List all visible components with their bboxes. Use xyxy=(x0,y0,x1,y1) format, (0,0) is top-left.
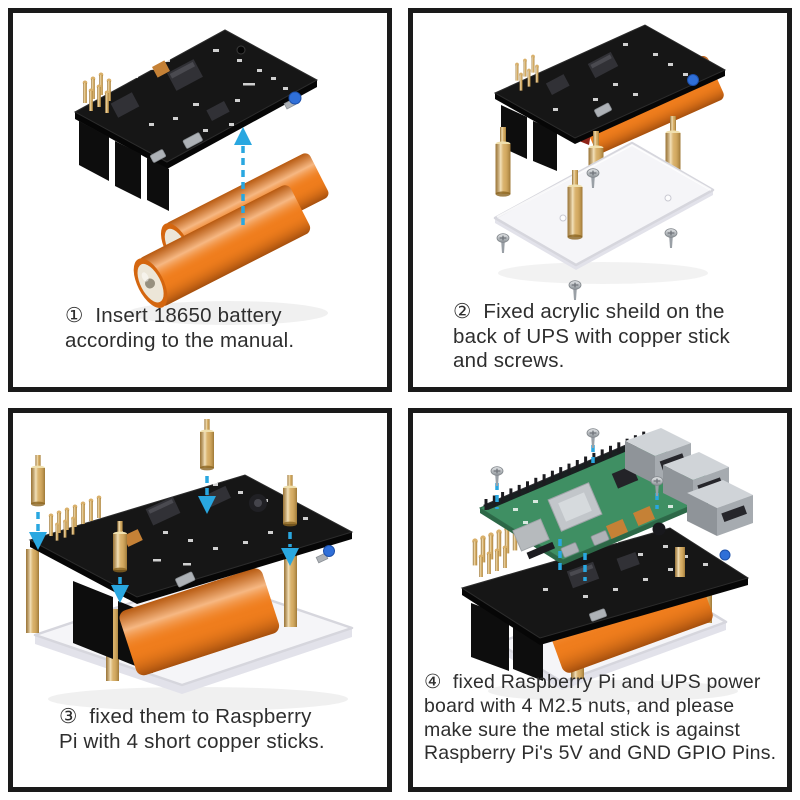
hdmi-port xyxy=(560,542,580,558)
step-1-illustration xyxy=(73,29,329,325)
ram-chip xyxy=(512,518,550,552)
ic-chips xyxy=(545,51,619,95)
plate-shadow xyxy=(498,262,708,284)
hdmi-port xyxy=(590,530,610,546)
adjust-knob xyxy=(687,74,699,86)
connecting-standoff xyxy=(675,547,685,577)
base-shadow xyxy=(48,687,348,711)
screw-hole xyxy=(664,194,672,202)
step-1-panel: ① Insert 18650 battery according to the … xyxy=(8,8,392,392)
adjust-knob xyxy=(719,549,731,561)
mounting-hole xyxy=(236,45,246,55)
battery-holder-clips xyxy=(79,121,169,211)
step-3-panel: ③ fixed them to Raspberry Pi with 4 shor… xyxy=(8,408,392,792)
screw-hole xyxy=(559,214,567,222)
step-2-illustration xyxy=(493,24,727,301)
adjust-knob xyxy=(283,91,302,110)
micro-usb-port xyxy=(594,102,612,118)
ups-board-with-battery xyxy=(493,24,727,171)
insert-arrow xyxy=(234,127,252,225)
micro-usb-port xyxy=(182,132,203,149)
ic-chips xyxy=(110,59,230,121)
adjust-knob xyxy=(315,545,335,564)
pad xyxy=(632,506,656,526)
placement-arrows xyxy=(29,476,299,603)
batteries-18650 xyxy=(133,153,329,308)
step-1-caption: ① Insert 18650 battery according to the … xyxy=(65,304,295,352)
usb-port-stack xyxy=(687,480,753,536)
battery-holder-clips xyxy=(501,105,557,171)
silkscreen-marks xyxy=(553,43,688,111)
micro-usb-port xyxy=(175,571,196,588)
ups-board xyxy=(73,29,319,211)
audio-jack xyxy=(652,522,666,536)
battery-shadow xyxy=(128,301,328,325)
usb-pad xyxy=(150,149,166,163)
soc-chip xyxy=(547,482,603,532)
installed-battery xyxy=(119,568,280,676)
micro-usb-port xyxy=(589,608,607,622)
camera-connector xyxy=(526,541,556,560)
step-3-illustration xyxy=(26,419,354,711)
base-shadow xyxy=(488,680,738,702)
step-2-caption: ② Fixed acrylic sheild on the back of UP… xyxy=(453,300,730,373)
step-4-caption: ④ fixed Raspberry Pi and UPS power board… xyxy=(424,671,777,765)
ic-chips xyxy=(566,551,640,589)
acrylic-shield xyxy=(493,141,715,270)
step-4-illustration xyxy=(460,428,753,702)
step-2-panel: ② Fixed acrylic sheild on the back of UP… xyxy=(408,8,792,392)
ups-board xyxy=(28,474,354,604)
battery-front xyxy=(133,185,311,308)
step-3-caption: ③ fixed them to Raspberry Pi with 4 shor… xyxy=(59,705,325,753)
raspberry-pi-board xyxy=(478,428,753,565)
step-4-panel: ④ fixed Raspberry Pi and UPS power board… xyxy=(408,408,792,792)
pad xyxy=(605,519,629,539)
